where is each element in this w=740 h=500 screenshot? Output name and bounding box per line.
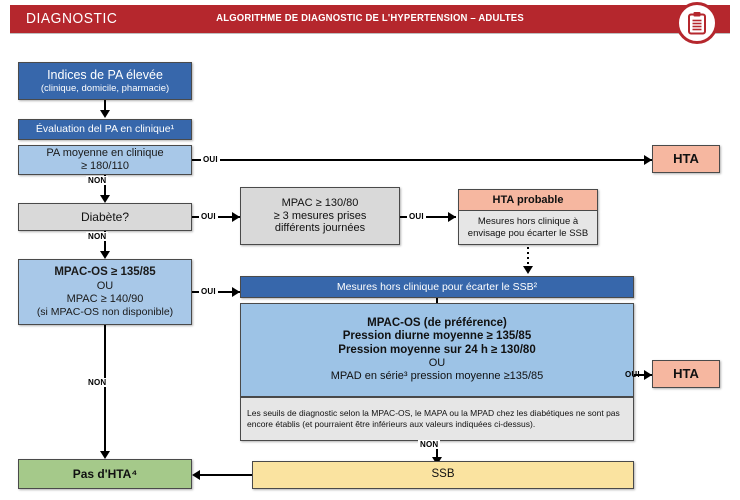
node-criteria-footnote-text: Les seuils de diagnostic selon la MPAC-O… <box>247 407 620 429</box>
connector-criteria-to-ssb <box>436 441 438 459</box>
edge-label-oui-mpac-mid: OUI <box>407 212 426 221</box>
node-pa-moyenne-clinique: PA moyenne en clinique ≥ 180/110 <box>18 145 192 175</box>
node-pas-dhta: Pas d'HTA⁴ <box>18 459 192 489</box>
node-indices-line1: Indices de PA élevée <box>47 68 163 83</box>
node-diabete: Diabète? <box>18 203 192 231</box>
node-criteria-footnote: Les seuils de diagnostic selon la MPAC-O… <box>240 397 634 441</box>
edge-label-oui-criteria: OUI <box>625 370 640 379</box>
node-mpac-mid-line3: différents journées <box>274 222 366 235</box>
connector-indices-to-evaluation <box>104 100 106 112</box>
edge-label-oui-diabete: OUI <box>199 212 218 221</box>
connector-diabete-to-mpacos <box>104 231 106 253</box>
arrowhead-to-mesures <box>232 287 240 297</box>
node-ssb-text: SSB <box>431 468 455 481</box>
node-mpacos-line3: MPAC ≥ 140/90 <box>66 292 144 305</box>
connector-mesures-to-criteria <box>436 298 438 303</box>
arrowhead-to-htaprobable <box>448 212 456 222</box>
node-hta-right-text: HTA <box>673 366 699 382</box>
node-mpac-os-left: MPAC-OS ≥ 135/85 OU MPAC ≥ 140/90 (si MP… <box>18 259 192 325</box>
node-criteria: MPAC-OS (de préférence) Pression diurne … <box>240 303 634 397</box>
node-hta-probable-note: Mesures hors clinique à envisage pou éca… <box>458 211 598 245</box>
arrowhead-indices-to-evaluation <box>100 110 110 118</box>
connector-pa-moyenne-to-diabete <box>104 175 106 197</box>
arrowhead-to-diabete <box>100 195 110 203</box>
connector-criteria-to-hta <box>634 374 652 376</box>
node-mesures-hors-clinique: Mesures hors clinique pour écarter le SS… <box>240 276 634 298</box>
connector-mpacmid-to-htaprobable <box>400 216 456 218</box>
edge-label-non-mpac-left: NON <box>86 378 109 387</box>
edge-label-oui-mpac-left: OUI <box>199 287 218 296</box>
node-criteria-line2: Pression diurne moyenne ≥ 135/85 <box>342 330 532 343</box>
node-mpac-mid: MPAC ≥ 130/80 ≥ 3 mesures prises différe… <box>240 187 400 245</box>
node-mesures-text: Mesures hors clinique pour écarter le SS… <box>336 280 538 293</box>
clipboard-icon <box>688 12 706 35</box>
arrowhead-to-mpacos <box>100 251 110 259</box>
node-evaluation-text: Évaluation del PA en clinique¹ <box>35 123 175 136</box>
node-mpac-mid-line1: MPAC ≥ 130/80 <box>281 196 359 209</box>
node-indices-line2: (clinique, domicile, pharmacie) <box>40 82 170 94</box>
page-header: DIAGNOSTIC ALGORITHME DE DIAGNOSTIC DE L… <box>10 5 730 33</box>
node-pa-moyenne-line1: PA moyenne en clinique <box>46 147 164 160</box>
arrowhead-to-pashta-left <box>192 470 200 480</box>
connector-ssb-to-pashta <box>200 474 252 476</box>
connector-dotted-htaprobable-to-mesures <box>527 247 529 269</box>
node-diabete-text: Diabète? <box>80 209 130 224</box>
edge-label-non-criteria: NON <box>418 440 441 449</box>
edge-label-oui-pa-moyenne: OUI <box>201 155 220 164</box>
node-hta-probable: HTA probable <box>458 189 598 211</box>
node-evaluation-pa-clinique: Évaluation del PA en clinique¹ <box>18 119 192 140</box>
node-mpac-mid-line2: ≥ 3 mesures prises <box>273 209 367 222</box>
edge-label-non-pa-moyenne: NON <box>86 176 109 185</box>
node-criteria-line1: MPAC-OS (de préférence) <box>367 316 507 329</box>
arrowhead-to-pashta <box>100 451 110 459</box>
arrowhead-dotted-to-mesures <box>523 266 533 274</box>
node-criteria-line4: OU <box>428 357 446 370</box>
node-hta-top-text: HTA <box>673 151 699 167</box>
node-hta-right: HTA <box>652 360 720 388</box>
header-section-label: DIAGNOSTIC <box>26 10 118 27</box>
node-criteria-line5: MPAD en série³ pression moyenne ≥135/85 <box>330 370 544 383</box>
clipboard-badge <box>676 2 718 44</box>
edge-label-non-diabete: NON <box>86 232 109 241</box>
node-mpacos-line2: OU <box>96 279 114 292</box>
node-hta-probable-note-line1: Mesures hors clinique à <box>477 216 579 228</box>
node-hta-probable-text: HTA probable <box>492 193 564 206</box>
arrowhead-to-hta-top <box>644 155 652 165</box>
node-mpacos-line4: (si MPAC-OS non disponible) <box>36 305 174 318</box>
connector-pa-moyenne-to-hta <box>192 159 652 161</box>
page-title: ALGORITHME DE DIAGNOSTIC DE L'HYPERTENSI… <box>216 13 524 24</box>
node-hta-probable-note-line2: envisage pou écarter le SSB <box>467 227 589 239</box>
node-hta-top: HTA <box>652 145 720 173</box>
arrowhead-to-hta-right <box>644 370 652 380</box>
connector-mpacos-to-pashta <box>104 325 106 453</box>
arrowhead-to-mpac-mid <box>232 212 240 222</box>
node-ssb: SSB <box>252 461 634 489</box>
node-pa-moyenne-line2: ≥ 180/110 <box>80 160 130 172</box>
node-mpacos-line1: MPAC-OS ≥ 135/85 <box>54 266 156 279</box>
node-pas-dhta-text: Pas d'HTA⁴ <box>72 466 138 481</box>
node-indices-pa-elevee: Indices de PA élevée (clinique, domicile… <box>18 62 192 100</box>
node-criteria-line3: Pression moyenne sur 24 h ≥ 130/80 <box>338 343 536 356</box>
